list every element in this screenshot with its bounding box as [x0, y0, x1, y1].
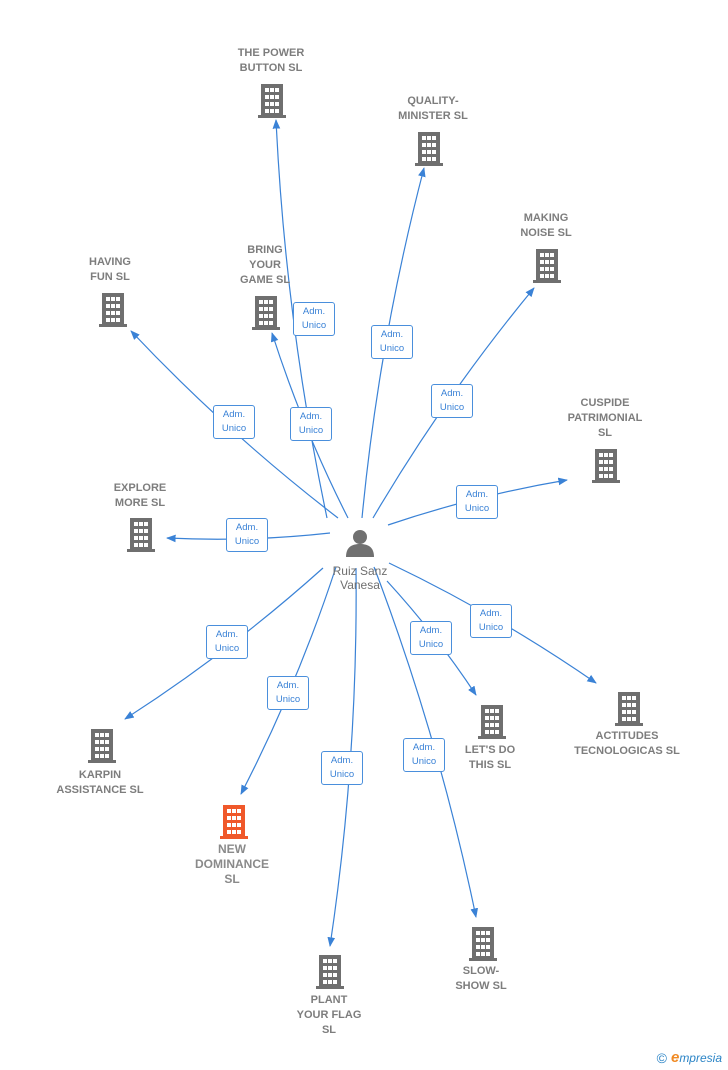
company-label: MAKING NOISE SL	[520, 212, 572, 239]
building-icon-lets-do-this[interactable]	[478, 705, 506, 739]
person-icon	[346, 530, 374, 557]
company-node-bring-your-game[interactable]: BRING YOUR GAME SL	[205, 243, 325, 288]
building-icon-explore-more[interactable]	[127, 518, 155, 552]
company-node-karpin-assistance[interactable]: KARPIN ASSISTANCE SL	[40, 768, 160, 798]
company-label: PLANT YOUR FLAG SL	[296, 994, 362, 1036]
company-node-making-noise[interactable]: MAKING NOISE SL	[486, 211, 606, 241]
company-label: ACTITUDES TECNOLOGICAS SL	[574, 730, 680, 757]
building-icon-bring-your-game[interactable]	[252, 296, 280, 330]
role-badge-cuspide-patrimonial: Adm. Unico	[456, 485, 498, 519]
company-label: SLOW- SHOW SL	[455, 965, 507, 992]
building-icon-the-power-button[interactable]	[258, 84, 286, 118]
company-node-lets-do-this[interactable]: LET'S DO THIS SL	[430, 743, 550, 773]
role-badge-quality-minister: Adm. Unico	[371, 325, 413, 359]
building-icon-karpin-assistance[interactable]	[88, 729, 116, 763]
role-badge-making-noise: Adm. Unico	[431, 384, 473, 418]
role-badge-new-dominance: Adm. Unico	[267, 676, 309, 710]
center-person-name: Ruiz Sanz Vanesa	[332, 564, 388, 592]
copyright-symbol: ©	[656, 1049, 667, 1066]
role-badge-bring-your-game: Adm. Unico	[290, 407, 332, 441]
building-icon-plant-your-flag[interactable]	[316, 955, 344, 989]
brand-logo: empresia	[670, 1049, 722, 1066]
building-icon-making-noise[interactable]	[533, 249, 561, 283]
company-node-the-power-button[interactable]: THE POWER BUTTON SL	[211, 46, 331, 76]
building-icon-having-fun[interactable]	[99, 293, 127, 327]
company-label: KARPIN ASSISTANCE SL	[56, 769, 144, 796]
role-badge-slow-show: Adm. Unico	[403, 738, 445, 772]
company-node-actitudes-tecnologicas[interactable]: ACTITUDES TECNOLOGICAS SL	[567, 729, 687, 759]
company-node-quality-minister[interactable]: QUALITY- MINISTER SL	[373, 94, 493, 124]
building-icon-actitudes-tecnologicas[interactable]	[615, 692, 643, 726]
footer-brand: © empresia	[657, 1049, 722, 1066]
company-node-slow-show[interactable]: SLOW- SHOW SL	[421, 964, 541, 994]
building-icon-quality-minister[interactable]	[415, 132, 443, 166]
company-node-having-fun[interactable]: HAVING FUN SL	[50, 255, 170, 285]
company-label: BRING YOUR GAME SL	[239, 244, 291, 286]
role-badge-the-power-button: Adm. Unico	[293, 302, 335, 336]
company-node-explore-more[interactable]: EXPLORE MORE SL	[80, 481, 200, 511]
company-node-cuspide-patrimonial[interactable]: CUSPIDE PATRIMONIAL SL	[545, 396, 665, 441]
company-label: THE POWER BUTTON SL	[237, 47, 305, 74]
company-node-new-dominance[interactable]: NEW DOMINANCE SL	[172, 842, 292, 887]
company-label: EXPLORE MORE SL	[113, 482, 167, 509]
role-badge-explore-more: Adm. Unico	[226, 518, 268, 552]
building-icon-cuspide-patrimonial[interactable]	[592, 449, 620, 483]
company-label: CUSPIDE PATRIMONIAL SL	[567, 397, 643, 439]
role-badge-karpin-assistance: Adm. Unico	[206, 625, 248, 659]
role-badge-actitudes-tecnologicas: Adm. Unico	[470, 604, 512, 638]
company-label: LET'S DO THIS SL	[464, 744, 516, 771]
company-label: QUALITY- MINISTER SL	[398, 95, 468, 122]
role-badge-lets-do-this: Adm. Unico	[410, 621, 452, 655]
company-node-plant-your-flag[interactable]: PLANT YOUR FLAG SL	[269, 993, 389, 1038]
building-icon-slow-show[interactable]	[469, 927, 497, 961]
company-label: HAVING FUN SL	[89, 256, 131, 283]
company-label: NEW DOMINANCE SL	[195, 842, 269, 886]
building-icon-new-dominance[interactable]	[220, 805, 248, 839]
role-badge-having-fun: Adm. Unico	[213, 405, 255, 439]
role-badge-plant-your-flag: Adm. Unico	[321, 751, 363, 785]
